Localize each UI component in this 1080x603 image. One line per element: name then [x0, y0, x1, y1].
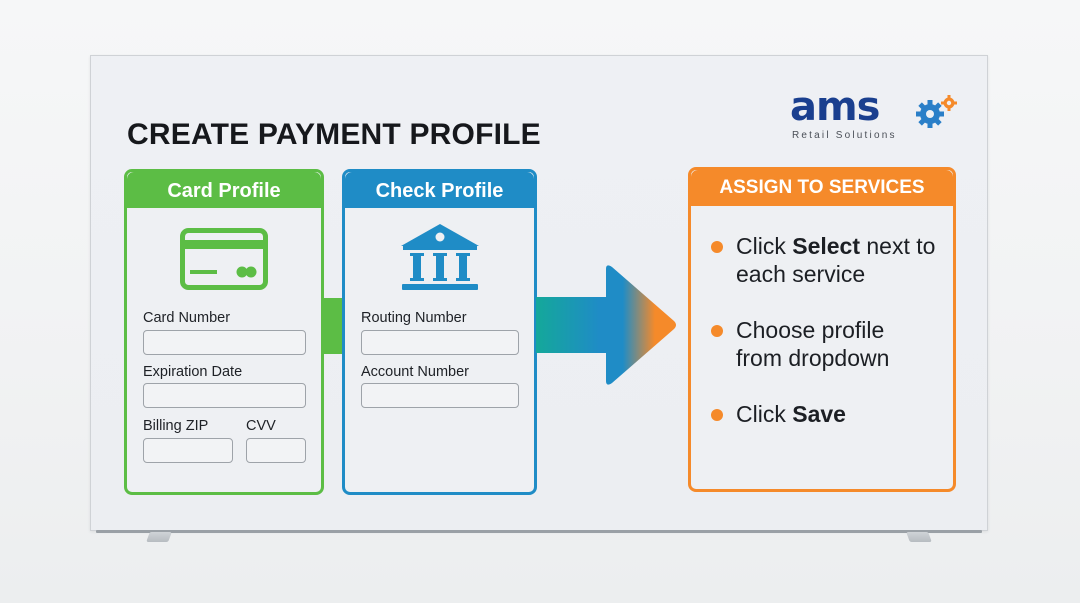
bullet-dot-icon [711, 409, 723, 421]
expiration-date-label: Expiration Date [143, 364, 243, 380]
step-choose-profile: Choose profile from dropdown [711, 316, 901, 372]
flow-connector [322, 298, 344, 354]
steps-list: Click Select next to each service Choose… [711, 232, 953, 456]
bank-icon [401, 224, 479, 290]
billing-zip-label: Billing ZIP [143, 418, 209, 434]
card-profile-header: Card Profile [127, 172, 321, 208]
card-number-input[interactable] [143, 330, 306, 355]
expiration-date-input[interactable] [143, 383, 306, 408]
gears-icon [916, 95, 957, 128]
billing-zip-input[interactable] [143, 438, 233, 463]
board-foot-right [906, 532, 932, 542]
cvv-input[interactable] [246, 438, 306, 463]
arrow-right-icon [536, 265, 676, 385]
account-number-input[interactable] [361, 383, 519, 408]
save-keyword: Save [792, 401, 846, 427]
routing-number-label: Routing Number [361, 310, 467, 326]
routing-number-input[interactable] [361, 330, 519, 355]
credit-card-icon [180, 228, 268, 290]
logo-tagline: Retail Solutions [792, 130, 897, 141]
bullet-dot-icon [711, 325, 723, 337]
bullet-dot-icon [711, 241, 723, 253]
step-select: Click Select next to each service [711, 232, 953, 288]
account-number-label: Account Number [361, 364, 469, 380]
check-profile-header: Check Profile [345, 172, 534, 208]
assign-services-header: ASSIGN TO SERVICES [691, 170, 953, 206]
select-keyword: Select [792, 233, 860, 259]
ams-logo: ams Retail Solutions [790, 84, 960, 142]
assign-services-panel: ASSIGN TO SERVICES Click Select next to … [688, 167, 956, 492]
card-number-label: Card Number [143, 310, 231, 326]
board-frame-bottom [96, 530, 982, 533]
logo-wordmark: ams [790, 84, 880, 130]
page-title: CREATE PAYMENT PROFILE [127, 118, 541, 151]
cvv-label: CVV [246, 418, 276, 434]
step-save: Click Save [711, 400, 953, 428]
board-foot-left [146, 532, 172, 542]
